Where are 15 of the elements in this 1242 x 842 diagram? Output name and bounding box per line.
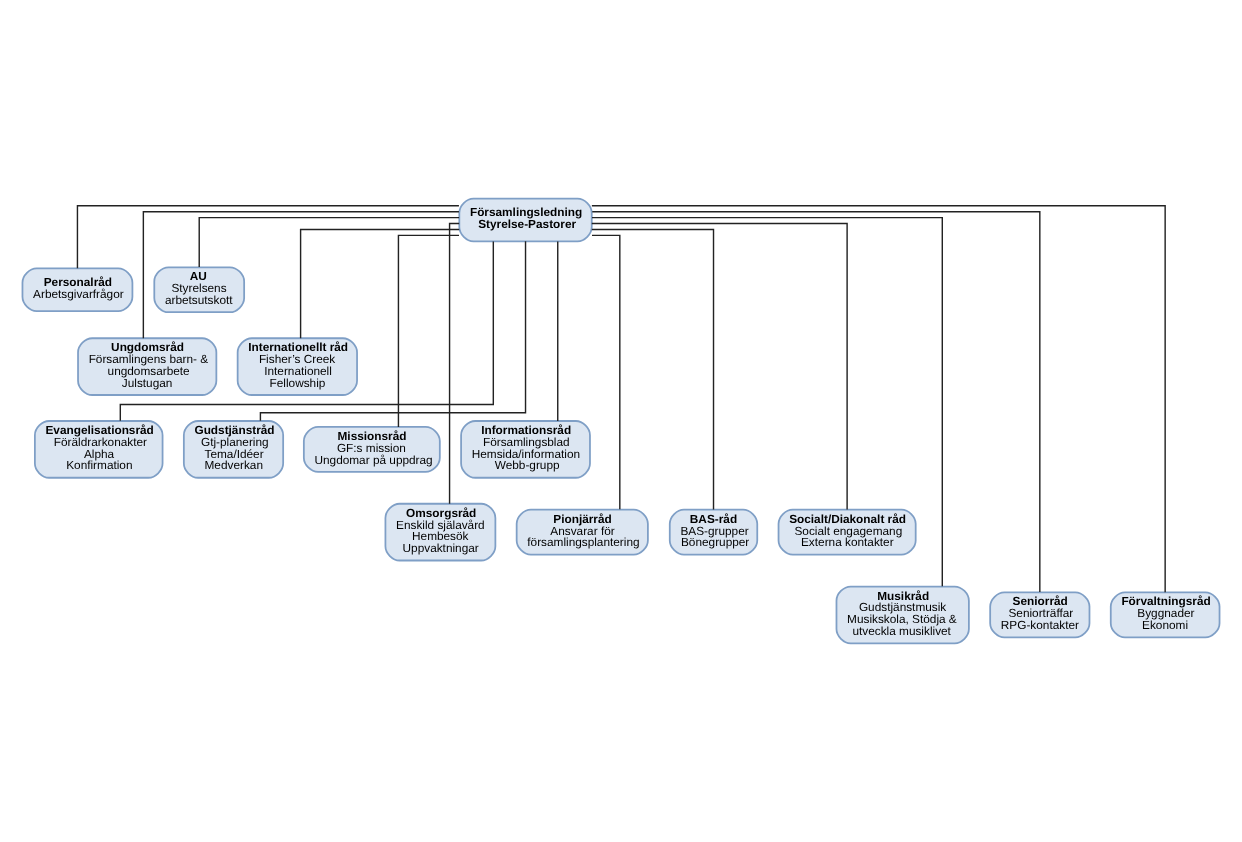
connector (397, 234, 460, 428)
connector (591, 211, 1041, 593)
connector (591, 205, 1166, 593)
connector (142, 211, 460, 339)
connector (591, 234, 621, 511)
connector (591, 222, 848, 511)
connector (448, 222, 460, 505)
connector (557, 240, 559, 422)
connector (119, 240, 494, 422)
connector (299, 228, 460, 339)
connector (591, 216, 943, 588)
connector (259, 240, 527, 422)
connector (198, 216, 460, 268)
connector (591, 228, 715, 511)
connector (76, 205, 460, 269)
